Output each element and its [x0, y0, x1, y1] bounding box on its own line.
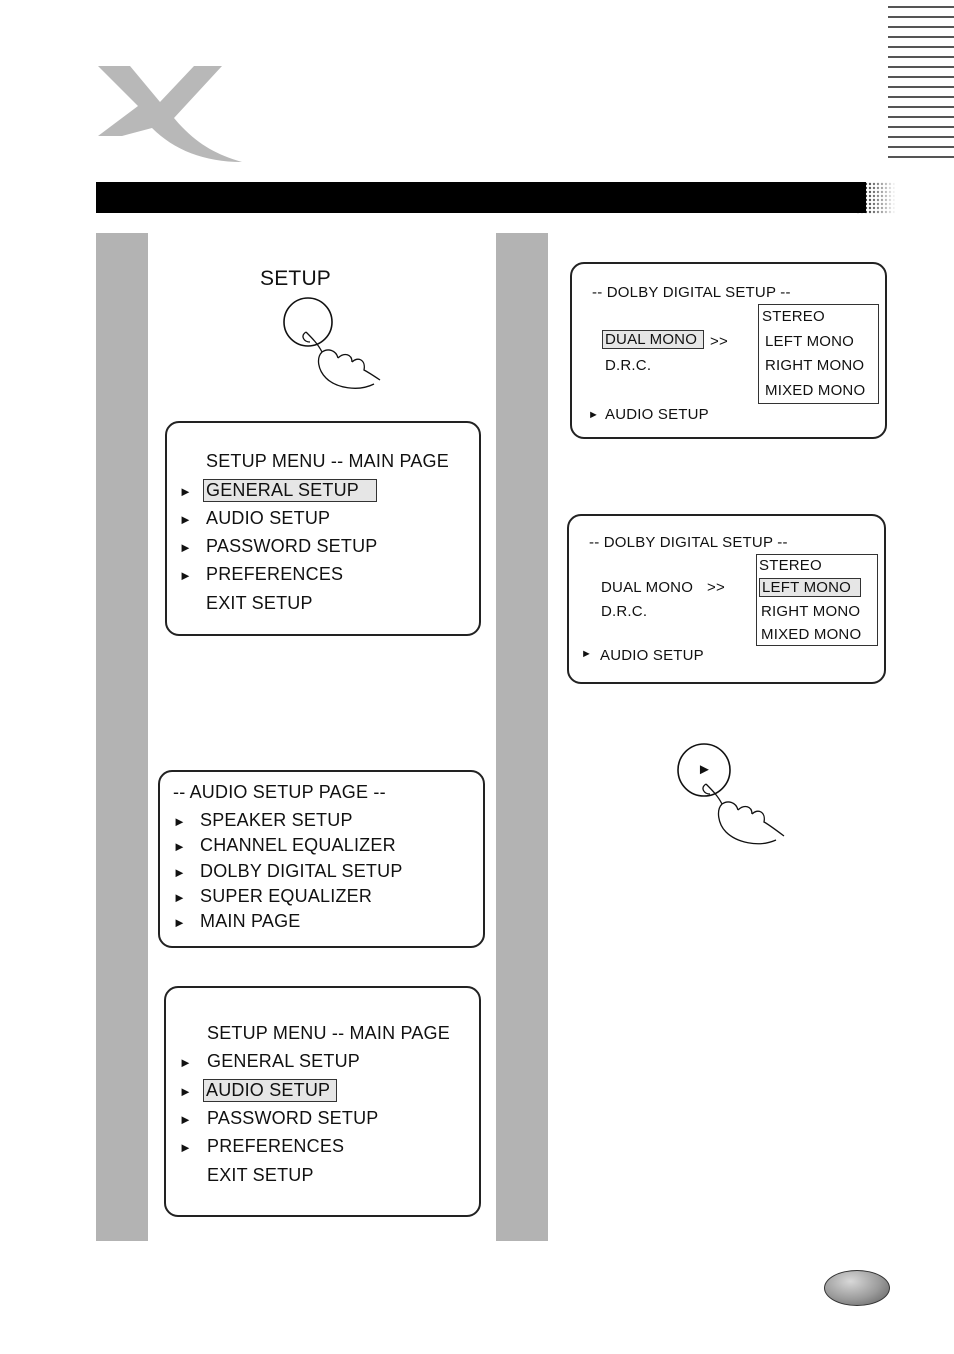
- pointer-icon: ►: [179, 484, 192, 499]
- play-icon: ►: [697, 761, 712, 778]
- setup-button-label: SETUP: [260, 267, 332, 290]
- audio-item-channel-equalizer[interactable]: CHANNEL EQUALIZER: [200, 835, 396, 855]
- audio-page-title: -- AUDIO SETUP PAGE --: [173, 782, 386, 802]
- dual-mono-option[interactable]: DUAL MONO: [601, 579, 694, 596]
- pointer-icon: ►: [173, 814, 186, 829]
- dolby-digital-panel-2: -- DOLBY DIGITAL SETUP -- DUAL MONO >> D…: [567, 514, 886, 684]
- audio-item-speaker-setup[interactable]: SPEAKER SETUP: [200, 810, 353, 830]
- pointer-icon: ►: [179, 540, 192, 555]
- option-left-mono[interactable]: LEFT MONO: [765, 333, 855, 350]
- drc-option[interactable]: D.R.C.: [605, 357, 652, 374]
- audio-item-super-equalizer[interactable]: SUPER EQUALIZER: [200, 886, 373, 906]
- pointer-icon: ►: [173, 915, 186, 930]
- pointer-icon: ►: [588, 409, 599, 421]
- mono-options-list: STEREO LEFT MONO RIGHT MONO MIXED MONO: [758, 304, 879, 404]
- halftone-decoration-icon: [856, 182, 896, 214]
- dolby-digital-panel-1: -- DOLBY DIGITAL SETUP -- DUAL MONO >> D…: [570, 262, 887, 439]
- pointer-icon: ►: [173, 839, 186, 854]
- option-left-mono[interactable]: LEFT MONO: [759, 578, 861, 597]
- pointer-icon: ►: [179, 512, 192, 527]
- option-mixed-mono[interactable]: MIXED MONO: [761, 626, 862, 643]
- pointer-icon: ►: [179, 1112, 192, 1127]
- menu-item-general-setup[interactable]: GENERAL SETUP: [207, 1051, 360, 1071]
- menu-item-exit-setup[interactable]: EXIT SETUP: [206, 593, 313, 613]
- menu-item-password-setup[interactable]: PASSWORD SETUP: [207, 1108, 379, 1128]
- header-bar: [96, 182, 866, 213]
- main-menu-panel-1: SETUP MENU -- MAIN PAGE ► GENERAL SETUP …: [165, 421, 481, 636]
- dolby-title: -- DOLBY DIGITAL SETUP --: [589, 534, 788, 551]
- audio-setup-link[interactable]: AUDIO SETUP: [600, 647, 704, 664]
- mono-options-list: STEREO LEFT MONO RIGHT MONO MIXED MONO: [756, 554, 878, 646]
- audio-item-main-page[interactable]: MAIN PAGE: [200, 911, 301, 931]
- audio-setup-page-panel: -- AUDIO SETUP PAGE -- ► SPEAKER SETUP ►…: [158, 770, 485, 948]
- page-badge: [824, 1270, 890, 1306]
- option-stereo[interactable]: STEREO: [762, 308, 825, 325]
- menu-item-audio-setup[interactable]: AUDIO SETUP: [203, 1079, 337, 1102]
- pointer-icon: ►: [173, 865, 186, 880]
- left-gray-column-2: [496, 233, 548, 1241]
- pointer-icon: ►: [173, 890, 186, 905]
- brand-logo-icon: [98, 66, 242, 162]
- main-menu-panel-2: SETUP MENU -- MAIN PAGE ► GENERAL SETUP …: [164, 986, 481, 1217]
- menu-item-general-setup[interactable]: GENERAL SETUP: [203, 479, 377, 502]
- drc-option[interactable]: D.R.C.: [601, 603, 648, 620]
- menu-item-password-setup[interactable]: PASSWORD SETUP: [206, 536, 378, 556]
- option-mixed-mono[interactable]: MIXED MONO: [765, 382, 866, 399]
- menu-item-audio-setup[interactable]: AUDIO SETUP: [206, 508, 331, 528]
- setup-button-hand-icon[interactable]: [278, 292, 388, 394]
- pointer-icon: ►: [179, 1084, 192, 1099]
- left-gray-column-1: [96, 233, 148, 1241]
- pointer-icon: ►: [179, 568, 192, 583]
- audio-item-dolby-digital-setup[interactable]: DOLBY DIGITAL SETUP: [200, 861, 403, 881]
- option-right-mono[interactable]: RIGHT MONO: [765, 357, 865, 374]
- pointer-icon: ►: [179, 1140, 192, 1155]
- audio-setup-link[interactable]: AUDIO SETUP: [605, 406, 709, 423]
- menu-item-preferences[interactable]: PREFERENCES: [207, 1136, 345, 1156]
- play-button-hand-icon[interactable]: [672, 740, 792, 854]
- main-menu-title: SETUP MENU -- MAIN PAGE: [206, 451, 449, 471]
- option-stereo[interactable]: STEREO: [759, 557, 822, 574]
- menu-item-exit-setup[interactable]: EXIT SETUP: [207, 1165, 314, 1185]
- dual-mono-arrows: >>: [710, 333, 728, 350]
- dual-mono-arrows: >>: [707, 579, 725, 596]
- pointer-icon: ►: [581, 648, 592, 660]
- dolby-title: -- DOLBY DIGITAL SETUP --: [592, 284, 791, 301]
- pointer-icon: ►: [179, 1055, 192, 1070]
- menu-item-preferences[interactable]: PREFERENCES: [206, 564, 344, 584]
- option-right-mono[interactable]: RIGHT MONO: [761, 603, 861, 620]
- dual-mono-option[interactable]: DUAL MONO: [602, 330, 704, 349]
- main-menu-title: SETUP MENU -- MAIN PAGE: [207, 1023, 450, 1043]
